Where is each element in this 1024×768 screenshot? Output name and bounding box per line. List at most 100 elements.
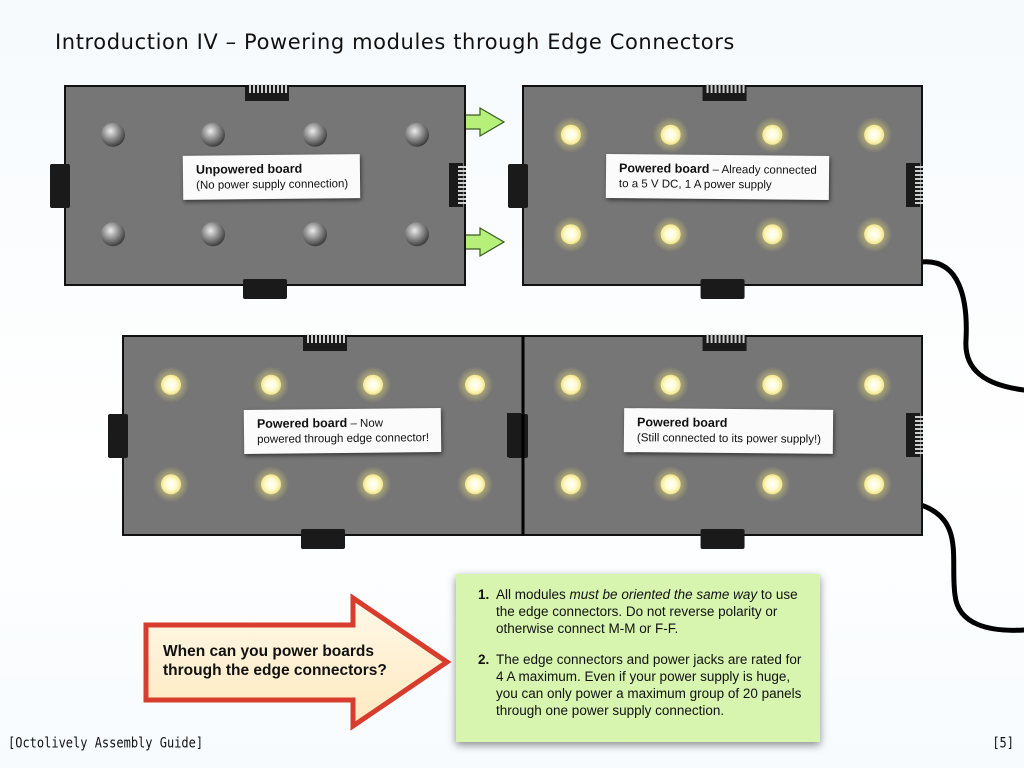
pin xyxy=(706,84,709,93)
pin xyxy=(734,334,737,343)
page-title: Introduction IV – Powering modules throu… xyxy=(55,30,735,54)
pin xyxy=(458,170,466,172)
pin xyxy=(458,166,466,168)
led-lit xyxy=(161,474,181,495)
pin xyxy=(726,334,729,343)
pin xyxy=(915,174,923,176)
pin xyxy=(915,420,923,422)
pin xyxy=(281,84,283,93)
pin xyxy=(915,440,923,442)
board-label-detail: – Now xyxy=(347,417,384,430)
pin xyxy=(734,84,737,93)
pin xyxy=(458,186,466,188)
pin xyxy=(315,334,317,343)
note-2: 2.The edge connectors and power jacks ar… xyxy=(478,652,802,718)
pin xyxy=(915,194,923,196)
led-unlit xyxy=(405,222,429,247)
led-lit xyxy=(660,124,681,145)
pin-header-right xyxy=(906,413,920,457)
led-lit xyxy=(762,224,783,245)
pin xyxy=(458,202,466,204)
pin xyxy=(915,416,923,418)
pin xyxy=(331,334,333,343)
pin xyxy=(339,334,341,343)
connector-left xyxy=(108,414,128,458)
connector-bottom xyxy=(700,279,745,299)
led-lit xyxy=(660,474,681,495)
pin xyxy=(718,334,721,343)
pin xyxy=(710,84,713,93)
pin xyxy=(915,428,923,430)
note-1: 1.All modules must be oriented the same … xyxy=(478,587,798,636)
board-label-title: Powered board xyxy=(256,415,348,431)
pin xyxy=(915,170,923,172)
pin xyxy=(915,444,923,446)
pin xyxy=(458,178,466,180)
led-lit xyxy=(465,474,485,495)
callout-question: When can you power boards through the ed… xyxy=(163,643,387,679)
pin-header-right xyxy=(906,163,920,207)
pin xyxy=(915,190,923,192)
led-lit xyxy=(762,374,783,395)
led-lit xyxy=(864,374,885,395)
pin xyxy=(265,84,267,93)
page-number: [5] xyxy=(992,734,1014,752)
pin xyxy=(730,334,733,343)
pin xyxy=(742,334,745,343)
pin xyxy=(915,452,923,454)
board-label-detail: – Already connected xyxy=(709,163,817,177)
pin xyxy=(273,84,275,93)
led-lit xyxy=(864,124,885,145)
pin xyxy=(257,84,259,93)
board-label-subtext: powered through edge connector! xyxy=(257,432,430,446)
board-label-subtext: (No power supply connection) xyxy=(196,178,349,192)
pin-header-right xyxy=(449,163,463,207)
callout-arrow xyxy=(143,593,452,731)
led-lit xyxy=(560,124,581,145)
led-unlit xyxy=(201,222,225,247)
pin xyxy=(738,334,741,343)
led-lit xyxy=(363,374,383,395)
connector-left xyxy=(508,164,528,208)
power-cable-bottom xyxy=(918,502,1024,633)
pin xyxy=(915,424,923,426)
pin xyxy=(285,84,287,93)
pin xyxy=(335,334,337,343)
pin xyxy=(458,194,466,196)
led-lit xyxy=(465,374,485,395)
note-1-number: 1. xyxy=(478,587,490,602)
info-box: 1.All modules must be oriented the same … xyxy=(456,574,820,742)
led-lit xyxy=(363,474,383,495)
pin xyxy=(249,84,251,93)
led-unlit xyxy=(101,122,125,147)
pin xyxy=(277,84,279,93)
footer-guide-title: [Octolively Assembly Guide] xyxy=(8,734,204,752)
led-unlit xyxy=(201,122,225,147)
pin xyxy=(458,174,466,176)
pin xyxy=(343,334,345,343)
led-lit xyxy=(560,474,581,495)
led-lit xyxy=(660,374,681,395)
pin xyxy=(253,84,255,93)
pin xyxy=(269,84,271,93)
pin xyxy=(323,334,325,343)
connector-bottom xyxy=(700,529,745,549)
connector-bottom xyxy=(301,529,345,549)
connector-left xyxy=(508,414,528,458)
led-lit xyxy=(560,224,581,245)
pin xyxy=(915,448,923,450)
board-label-powered-still: Powered board(Still connected to its pow… xyxy=(623,408,834,454)
board-powered-edge xyxy=(108,334,524,549)
pin xyxy=(722,84,725,93)
pin xyxy=(730,84,733,93)
pin xyxy=(915,432,923,434)
pin xyxy=(915,182,923,184)
board-label-title: Powered board xyxy=(619,161,710,176)
pin xyxy=(458,182,466,184)
pin xyxy=(706,334,709,343)
led-lit xyxy=(864,224,885,245)
led-lit xyxy=(261,374,281,395)
pin xyxy=(327,334,329,343)
led-unlit xyxy=(405,122,429,147)
